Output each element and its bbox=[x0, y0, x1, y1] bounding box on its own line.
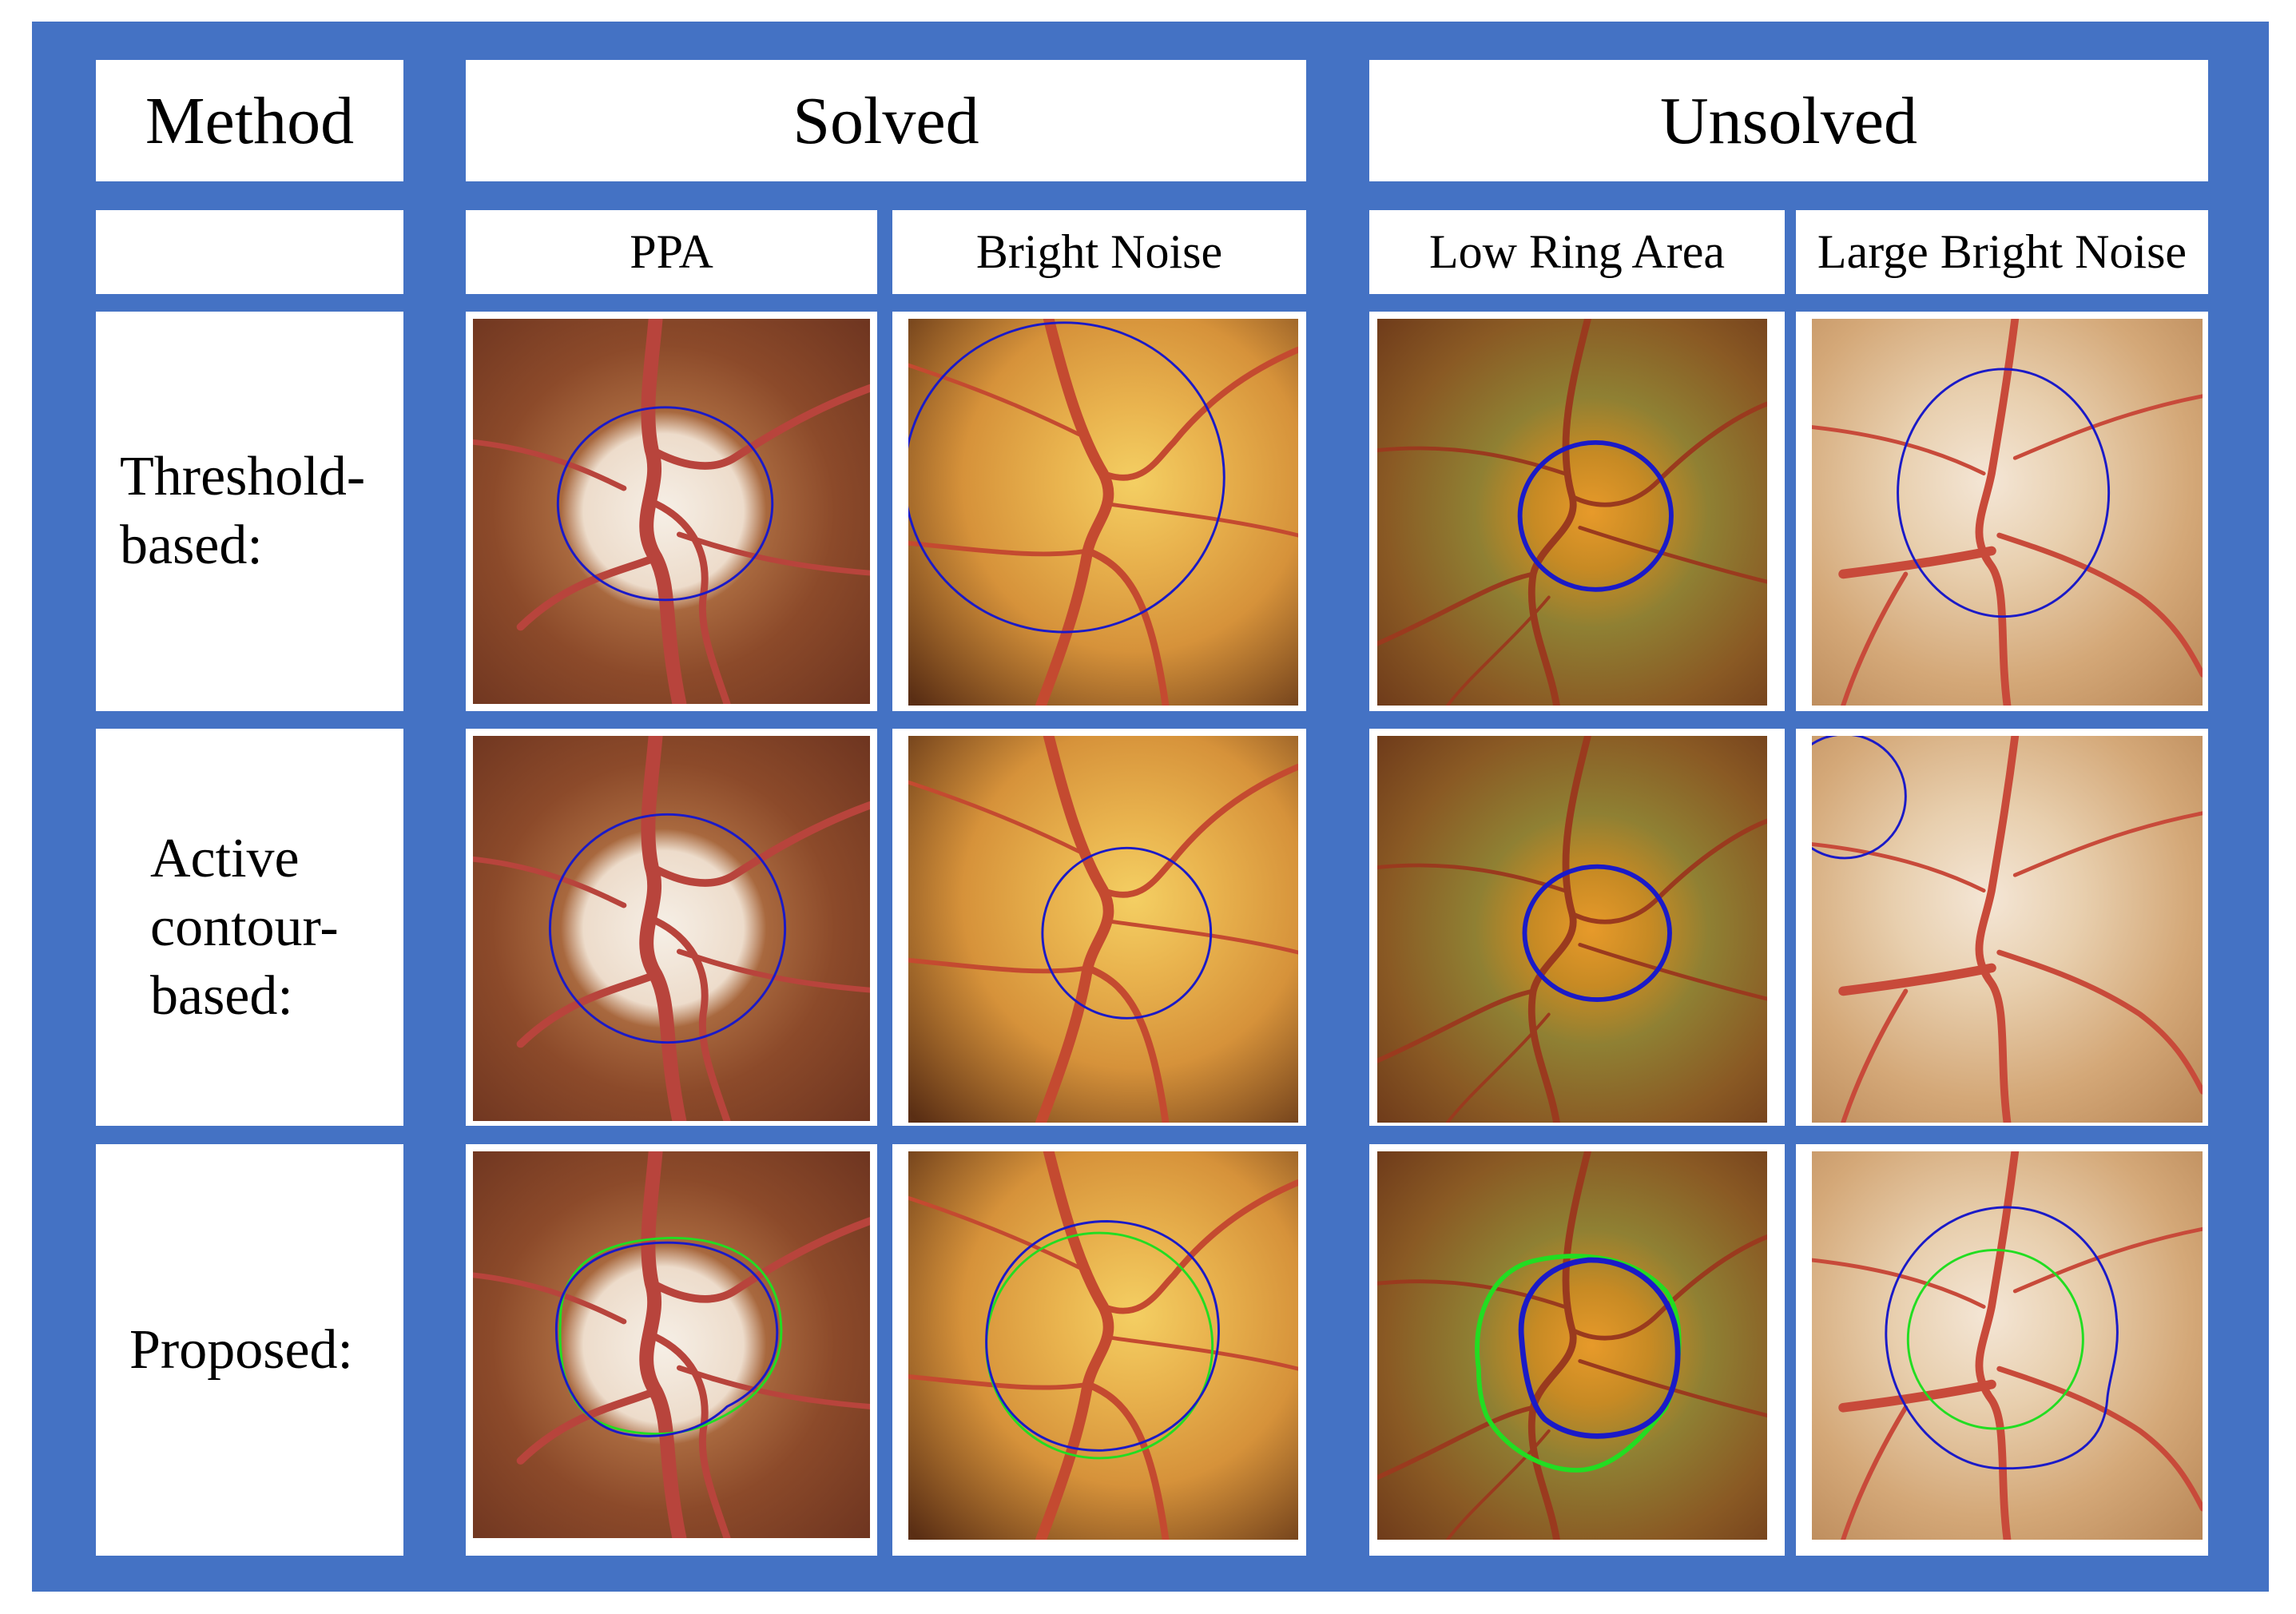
col-header-low-ring-area-text: Low Ring Area bbox=[1429, 225, 1725, 278]
solved-header: Solved bbox=[466, 60, 1306, 181]
col-header-low-ring-area: Low Ring Area bbox=[1369, 210, 1785, 294]
fundus-image-threshold-low-ring-area bbox=[1377, 319, 1767, 706]
detected-boundary bbox=[556, 406, 774, 602]
fundus-image-active-ppa bbox=[473, 736, 870, 1121]
detected-boundary bbox=[908, 321, 1225, 634]
detected-boundary bbox=[1517, 439, 1674, 592]
ground-truth-boundary bbox=[1906, 1248, 2084, 1430]
detected-boundary bbox=[548, 813, 787, 1044]
detected-boundary bbox=[1518, 1257, 1681, 1439]
fundus-image-active-low-ring-area bbox=[1377, 736, 1767, 1123]
row-label-active-contour-line3: based: bbox=[150, 964, 293, 1027]
row-label-active-contour-line1: Active bbox=[150, 827, 300, 889]
col-header-large-bright-noise-text: Large Bright Noise bbox=[1817, 225, 2187, 278]
detected-boundary bbox=[1885, 1206, 2119, 1470]
detected-boundary bbox=[1812, 736, 1907, 860]
row-label-proposed: Proposed: bbox=[96, 1144, 403, 1556]
row-label-active-contour: Active contour- based: bbox=[96, 729, 403, 1126]
row-label-active-contour-line2: contour- bbox=[150, 896, 339, 958]
method-header: Method bbox=[96, 60, 403, 181]
fundus-image-proposed-low-ring-area bbox=[1377, 1151, 1767, 1540]
fundus-image-threshold-large-bright-noise bbox=[1812, 319, 2203, 706]
unsolved-header-text: Unsolved bbox=[1660, 83, 1917, 158]
fundus-image-active-large-bright-noise bbox=[1812, 736, 2203, 1123]
detected-boundary bbox=[1897, 368, 2111, 618]
solved-header-text: Solved bbox=[792, 83, 979, 158]
col-header-large-bright-noise: Large Bright Noise bbox=[1796, 210, 2208, 294]
method-header-text: Method bbox=[145, 83, 355, 158]
fundus-image-proposed-bright-noise bbox=[908, 1151, 1298, 1540]
col-header-bright-noise: Bright Noise bbox=[892, 210, 1306, 294]
detected-boundary bbox=[985, 1220, 1220, 1452]
row-label-threshold-line1: Threshold- bbox=[120, 446, 366, 507]
col-header-ppa-text: PPA bbox=[630, 225, 713, 278]
fundus-image-active-bright-noise bbox=[908, 736, 1298, 1123]
method-subheader-empty bbox=[96, 210, 403, 294]
row-label-threshold: Threshold- based: bbox=[96, 312, 403, 711]
detected-boundary bbox=[554, 1241, 779, 1437]
fundus-image-proposed-large-bright-noise bbox=[1812, 1151, 2203, 1540]
col-header-ppa: PPA bbox=[466, 210, 877, 294]
detected-boundary bbox=[1522, 864, 1672, 1002]
fundus-image-proposed-ppa bbox=[473, 1151, 870, 1538]
col-header-bright-noise-text: Bright Noise bbox=[975, 225, 1223, 278]
fundus-image-threshold-bright-noise bbox=[908, 319, 1298, 706]
unsolved-header: Unsolved bbox=[1369, 60, 2208, 181]
row-label-threshold-line2: based: bbox=[120, 515, 263, 576]
detected-boundary bbox=[1041, 846, 1213, 1020]
row-label-proposed-line1: Proposed: bbox=[129, 1318, 353, 1381]
fundus-image-threshold-ppa bbox=[473, 319, 870, 704]
